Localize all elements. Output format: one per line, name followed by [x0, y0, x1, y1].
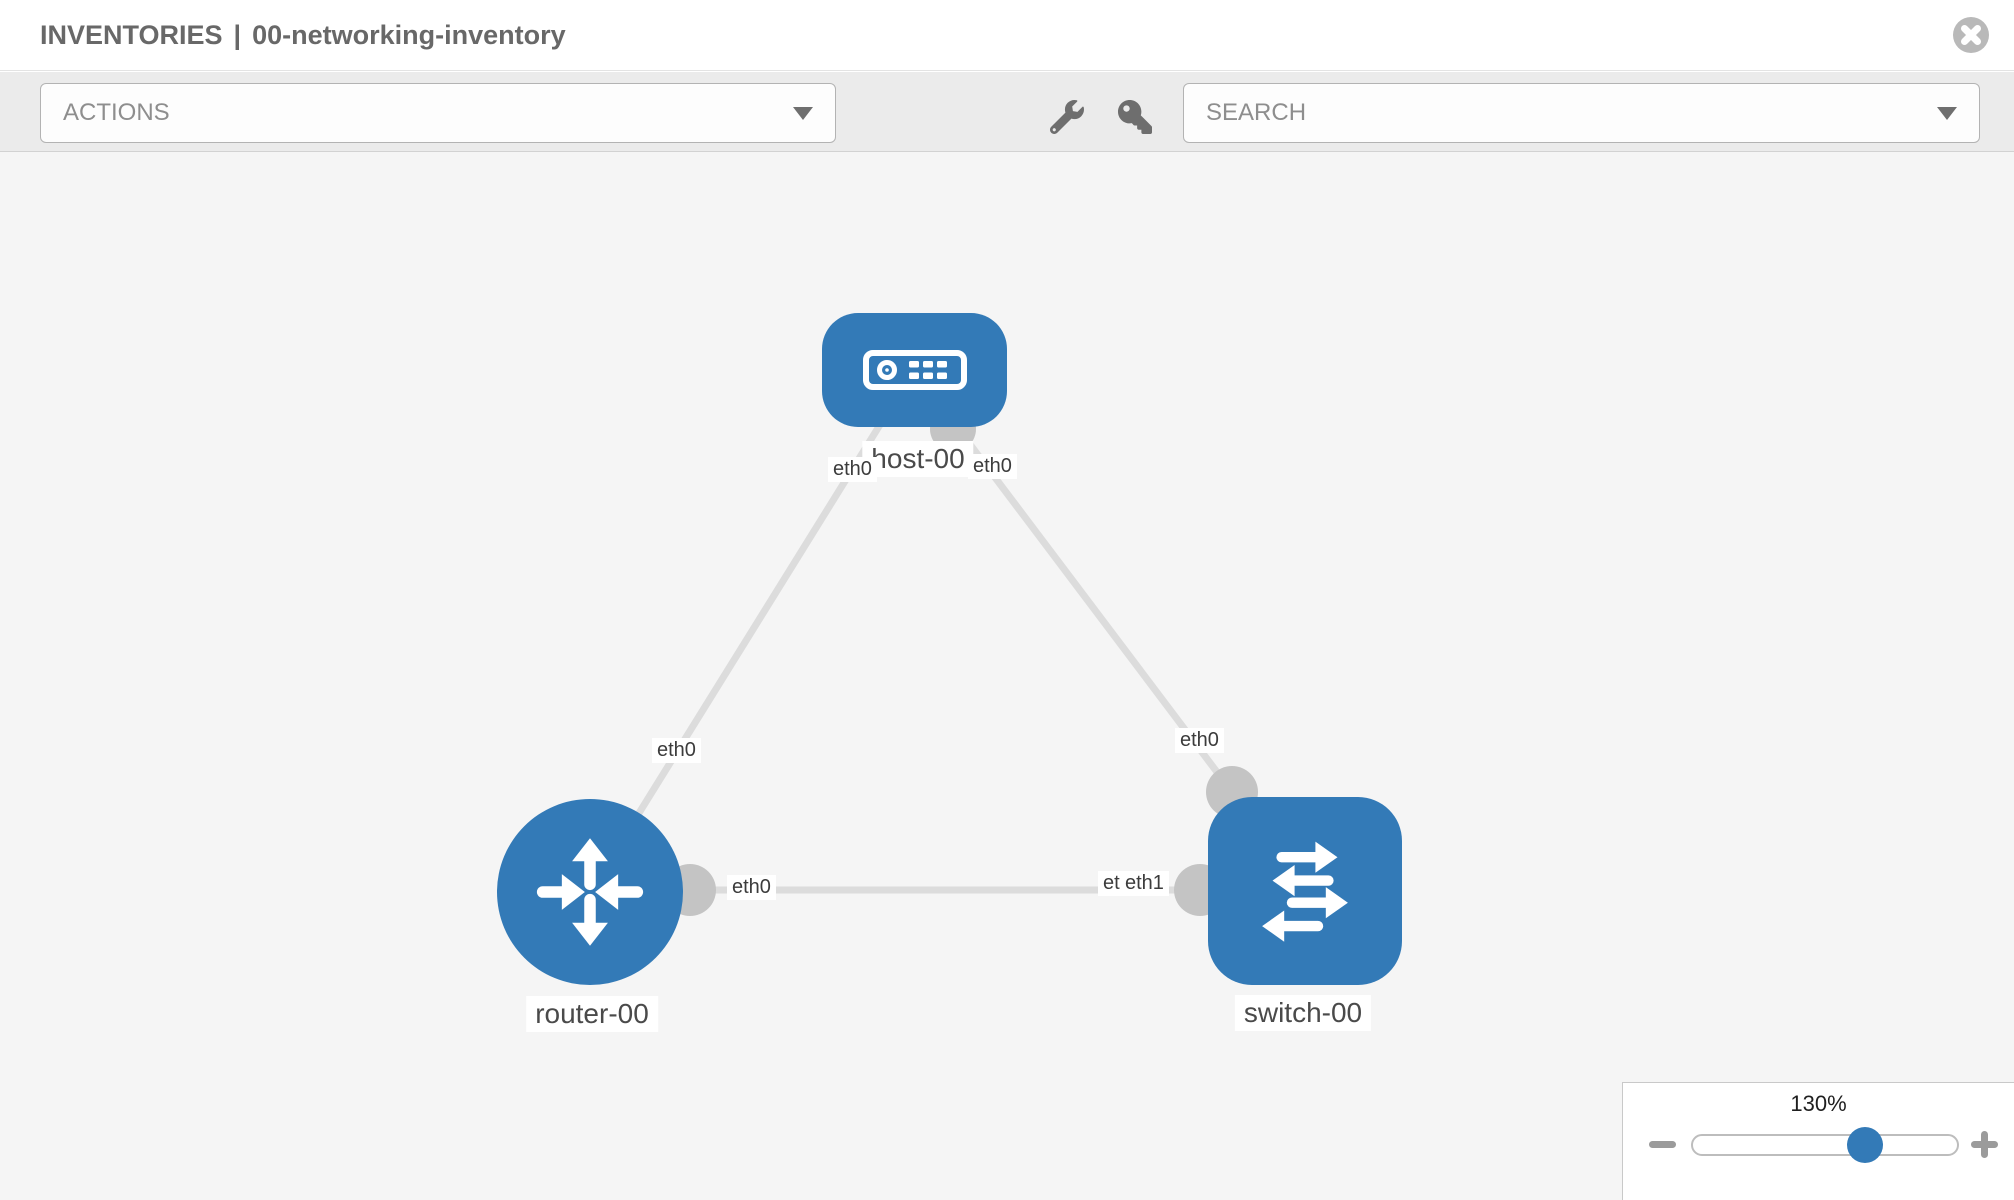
zoom-in-button[interactable]	[1967, 1127, 2001, 1161]
zoom-percent: 130%	[1790, 1091, 1847, 1116]
close-button[interactable]	[1952, 16, 1990, 54]
close-icon	[1953, 17, 1989, 53]
toolbar: ACTIONS SEARCH	[0, 72, 2014, 152]
zoom-slider-handle[interactable]	[1847, 1127, 1883, 1163]
node-router-00[interactable]	[497, 799, 683, 985]
key-icon	[1118, 100, 1152, 134]
iface-label-router-port: eth0	[727, 875, 776, 900]
node-host-00[interactable]	[822, 313, 1007, 427]
search-dropdown-label: SEARCH	[1206, 99, 1307, 126]
breadcrumb-item: 00-networking-inventory	[252, 19, 566, 50]
chevron-down-icon	[1937, 106, 1957, 120]
topology-canvas[interactable]: host-00 router-00 switch-00 eth0 eth0 et…	[0, 152, 2014, 1200]
actions-dropdown[interactable]: ACTIONS	[40, 83, 836, 143]
iface-label-host-left: eth0	[828, 457, 877, 482]
zoom-out-button[interactable]	[1645, 1127, 1679, 1161]
node-switch-00[interactable]	[1208, 797, 1402, 985]
iface-label-switch-port-eth1: eth1	[1120, 871, 1169, 896]
router-icon	[536, 838, 644, 946]
node-label-switch: switch-00	[1234, 995, 1372, 1031]
iface-label-link-host-router: eth0	[652, 738, 701, 763]
links-layer	[587, 367, 1258, 916]
zoom-control-panel: 130%	[1622, 1082, 2014, 1200]
breadcrumb-separator: |	[233, 19, 242, 50]
actions-dropdown-label: ACTIONS	[63, 99, 170, 126]
wrench-icon	[1050, 100, 1084, 134]
minus-icon	[1648, 1140, 1676, 1148]
host-icon	[862, 350, 967, 390]
chevron-down-icon	[793, 106, 813, 120]
iface-label-link-host-switch: eth0	[1175, 728, 1224, 753]
zoom-slider-track[interactable]	[1691, 1127, 1959, 1163]
plus-icon	[1970, 1130, 1998, 1158]
tools-button[interactable]	[1047, 96, 1087, 138]
page-title: INVENTORIES | 00-networking-inventory	[40, 20, 566, 51]
node-label-host: host-00	[862, 441, 974, 477]
breadcrumb-section: INVENTORIES	[40, 19, 223, 50]
search-dropdown[interactable]: SEARCH	[1183, 83, 1980, 143]
header: INVENTORIES | 00-networking-inventory	[0, 0, 2014, 71]
switch-icon	[1262, 841, 1348, 942]
iface-label-host-right: eth0	[968, 454, 1017, 479]
node-label-router: router-00	[526, 996, 658, 1032]
credentials-button[interactable]	[1115, 96, 1155, 138]
